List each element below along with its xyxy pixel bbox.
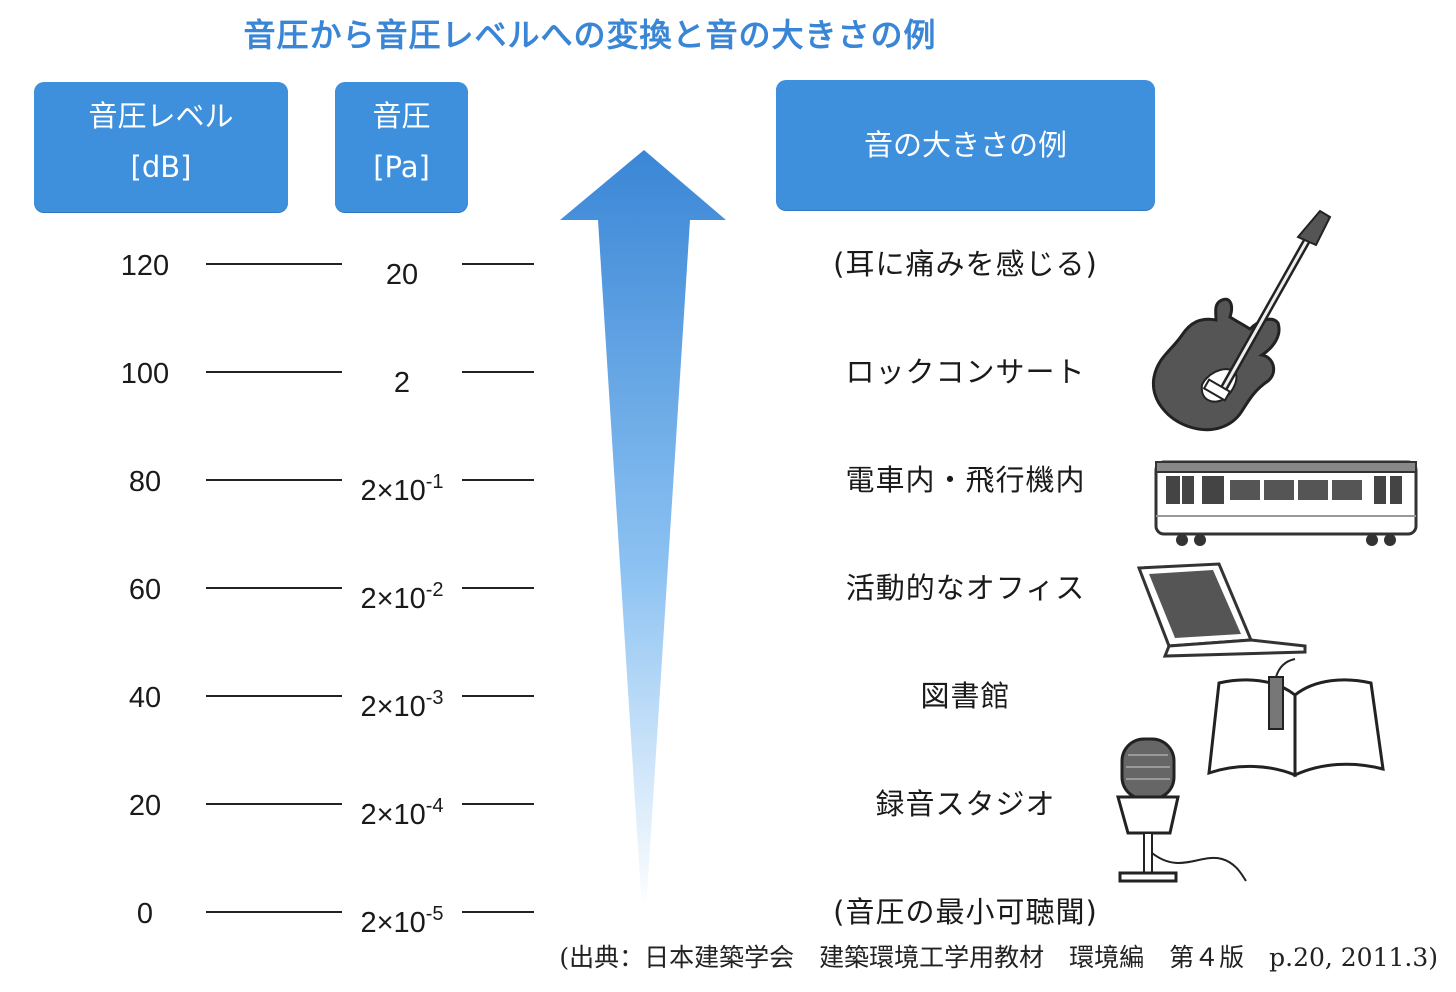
connector-line: [462, 695, 534, 697]
header-sound-pressure-level: 音圧レベル [dB]: [34, 82, 288, 212]
pa-mantissa: 2×10: [360, 799, 426, 831]
header-loudness-examples: 音の大きさの例: [776, 80, 1155, 210]
connector-line: [206, 371, 342, 373]
level-row: 60 2×10-2 活動的なオフィス: [0, 568, 1456, 615]
level-row: 120 20 (耳に痛みを感じる): [0, 244, 1456, 291]
example-label: (音圧の最小可聴聞): [833, 895, 1098, 929]
example-label: 録音スタジオ: [875, 787, 1056, 821]
connector-line: [206, 695, 342, 697]
pa-mantissa: 2×10: [360, 475, 426, 507]
example-label: ロックコンサート: [845, 355, 1086, 389]
db-value: 60: [128, 574, 162, 606]
pa-value: 2×10-3: [342, 678, 462, 727]
db-value: 100: [120, 358, 170, 390]
db-value: 40: [128, 682, 162, 714]
header-db-line1: 音圧レベル: [88, 99, 234, 133]
pa-mantissa: 2×10: [360, 691, 426, 723]
pa-exponent: -1: [425, 471, 444, 493]
level-row: 40 2×10-3 図書館: [0, 676, 1456, 723]
header-pa-line1: 音圧: [372, 99, 431, 133]
laptop-icon: [1136, 562, 1307, 658]
pa-value: 2×10-1: [342, 462, 462, 511]
connector-line: [206, 803, 342, 805]
level-row: 0 2×10-5 (音圧の最小可聴聞): [0, 892, 1456, 939]
pa-exponent: -3: [425, 687, 444, 709]
header-sound-pressure: 音圧 [Pa]: [335, 82, 468, 212]
pa-value: 2×10-2: [342, 570, 462, 619]
connector-line: [462, 803, 534, 805]
pa-value: 2: [342, 354, 462, 403]
example-label: 活動的なオフィス: [845, 571, 1086, 605]
increase-arrow-icon: [560, 150, 726, 910]
header-pa-line2: [Pa]: [373, 150, 430, 184]
pa-value: 2×10-4: [342, 786, 462, 835]
level-row: 20 2×10-4 録音スタジオ: [0, 784, 1456, 831]
pa-exponent: -4: [425, 795, 444, 817]
source-caption: (出典：日本建築学会 建築環境工学用教材 環境編 第４版 p.20, 2011.…: [559, 943, 1438, 972]
example-label: 図書館: [920, 679, 1011, 713]
guitar-icon: [1151, 209, 1332, 432]
connector-line: [462, 587, 534, 589]
connector-line: [206, 587, 342, 589]
pa-value: 2×10-5: [342, 894, 462, 943]
book-icon: [1207, 658, 1385, 778]
level-row: 100 2 ロックコンサート: [0, 352, 1456, 399]
pa-mantissa: 20: [385, 259, 419, 291]
train-icon: [1154, 460, 1418, 546]
example-label: 電車内・飛行機内: [845, 463, 1086, 497]
microphone-icon: [1116, 737, 1247, 883]
level-row: 80 2×10-1 電車内・飛行機内: [0, 460, 1456, 507]
connector-line: [462, 479, 534, 481]
connector-line: [206, 911, 342, 913]
diagram-title: 音圧から音圧レベルへの変換と音の大きさの例: [243, 16, 937, 54]
pa-mantissa: 2: [393, 367, 411, 399]
pa-exponent: -2: [425, 579, 444, 601]
connector-line: [206, 479, 342, 481]
connector-line: [462, 371, 534, 373]
pa-exponent: -5: [425, 903, 444, 925]
db-value: 20: [128, 790, 162, 822]
db-value: 120: [120, 250, 170, 282]
db-value: 0: [136, 898, 154, 930]
pa-value: 20: [342, 246, 462, 295]
pa-mantissa: 2×10: [360, 583, 426, 615]
connector-line: [206, 263, 342, 265]
connector-line: [462, 263, 534, 265]
header-db-line2: [dB]: [130, 150, 192, 184]
pa-mantissa: 2×10: [360, 907, 426, 939]
connector-line: [462, 911, 534, 913]
db-value: 80: [128, 466, 162, 498]
header-example-label: 音の大きさの例: [863, 127, 1067, 162]
example-label: (耳に痛みを感じる): [833, 247, 1098, 281]
